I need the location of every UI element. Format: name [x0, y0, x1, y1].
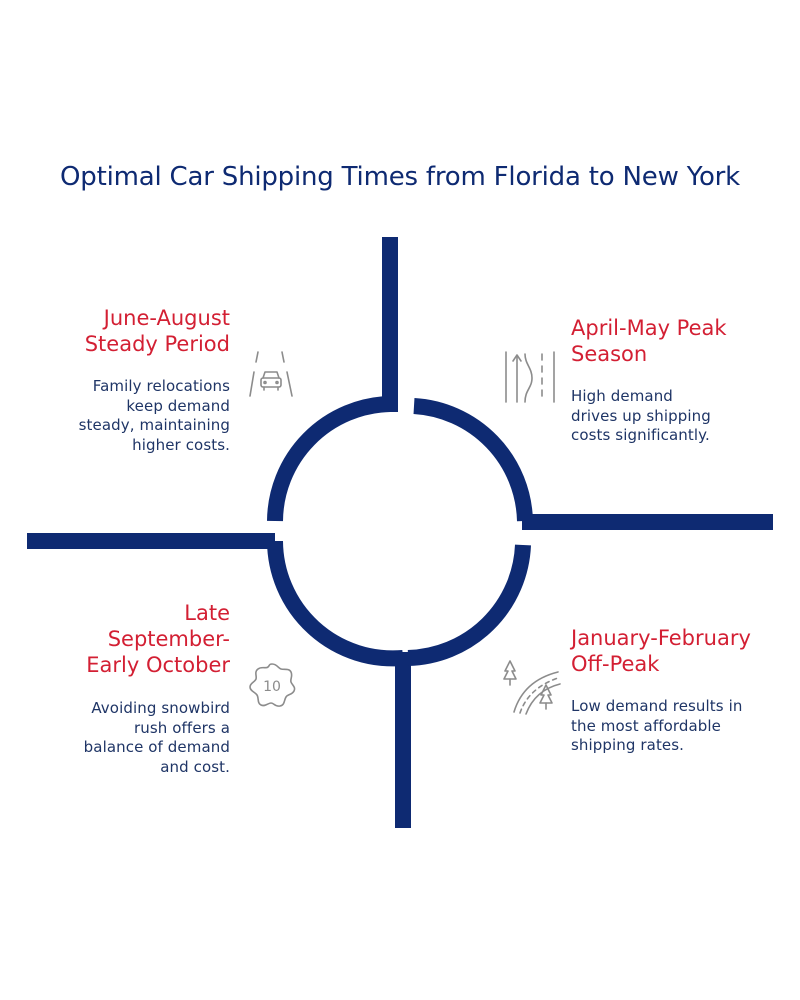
- quadrant-description: Family relocations keep demand steady, m…: [40, 377, 230, 455]
- winding-road-icon: [505, 351, 555, 403]
- heading-line: Season: [571, 342, 648, 366]
- heading-line: January-February: [571, 626, 751, 650]
- road-arm-left: [27, 533, 275, 549]
- description-line: keep demand: [126, 396, 230, 415]
- description-line: Family relocations: [92, 377, 230, 395]
- highway-trees-icon: [503, 660, 561, 715]
- description-line: the most affordable: [571, 716, 722, 735]
- description-line: and cost.: [160, 757, 230, 776]
- quadrant-description: High demand drives up shipping costs sig…: [571, 387, 786, 446]
- ring-segment-bottom-right: [407, 544, 531, 666]
- page-title: Optimal Car Shipping Times from Florida …: [60, 162, 740, 192]
- quadrant-description: Avoiding snowbird rush offers a balance …: [40, 699, 230, 777]
- roundabout-road: [27, 237, 773, 828]
- calendar-badge-icon: 10: [249, 663, 296, 707]
- ring-segment-top-left: [267, 396, 391, 522]
- heading-line: Late: [184, 601, 230, 625]
- description-line: drives up shipping: [571, 406, 711, 425]
- quadrant-heading: June-August Steady Period: [40, 305, 230, 357]
- heading-line: June-August: [103, 306, 230, 330]
- ring-segment-top-right: [413, 398, 533, 522]
- description-line: Avoiding snowbird: [91, 699, 230, 717]
- description-line: rush offers a: [134, 718, 230, 737]
- heading-line: Off-Peak: [571, 652, 660, 676]
- road-arm-bottom: [395, 652, 411, 828]
- heading-line: Steady Period: [84, 332, 230, 356]
- ring-segment-bottom-left: [267, 540, 404, 667]
- description-line: shipping rates.: [571, 736, 685, 754]
- road-arm-right: [522, 514, 773, 530]
- description-line: Low demand results in: [571, 697, 743, 715]
- quadrant-september-october: Late September- Early October Avoiding s…: [40, 600, 230, 777]
- quadrant-heading: January-February Off-Peak: [571, 625, 786, 677]
- heading-line: Early October: [86, 653, 230, 677]
- quadrant-april-may: April-May Peak Season High demand drives…: [571, 315, 786, 446]
- quadrant-january-february: January-February Off-Peak Low demand res…: [571, 625, 786, 756]
- description-line: balance of demand: [83, 738, 230, 756]
- description-line: costs significantly.: [571, 426, 710, 444]
- quadrant-heading: April-May Peak Season: [571, 315, 786, 367]
- quadrant-description: Low demand results in the most affordabl…: [571, 697, 786, 756]
- road-arm-top: [382, 237, 398, 412]
- description-line: High demand: [571, 387, 673, 405]
- heading-line: September-: [107, 627, 230, 651]
- description-line: higher costs.: [132, 435, 230, 454]
- badge-number: 10: [263, 679, 281, 695]
- heading-line: April-May Peak: [571, 316, 727, 340]
- description-line: steady, maintaining: [78, 416, 230, 434]
- quadrant-june-august: June-August Steady Period Family relocat…: [40, 305, 230, 455]
- quadrant-heading: Late September- Early October: [40, 600, 230, 678]
- road-car-icon: [249, 351, 293, 397]
